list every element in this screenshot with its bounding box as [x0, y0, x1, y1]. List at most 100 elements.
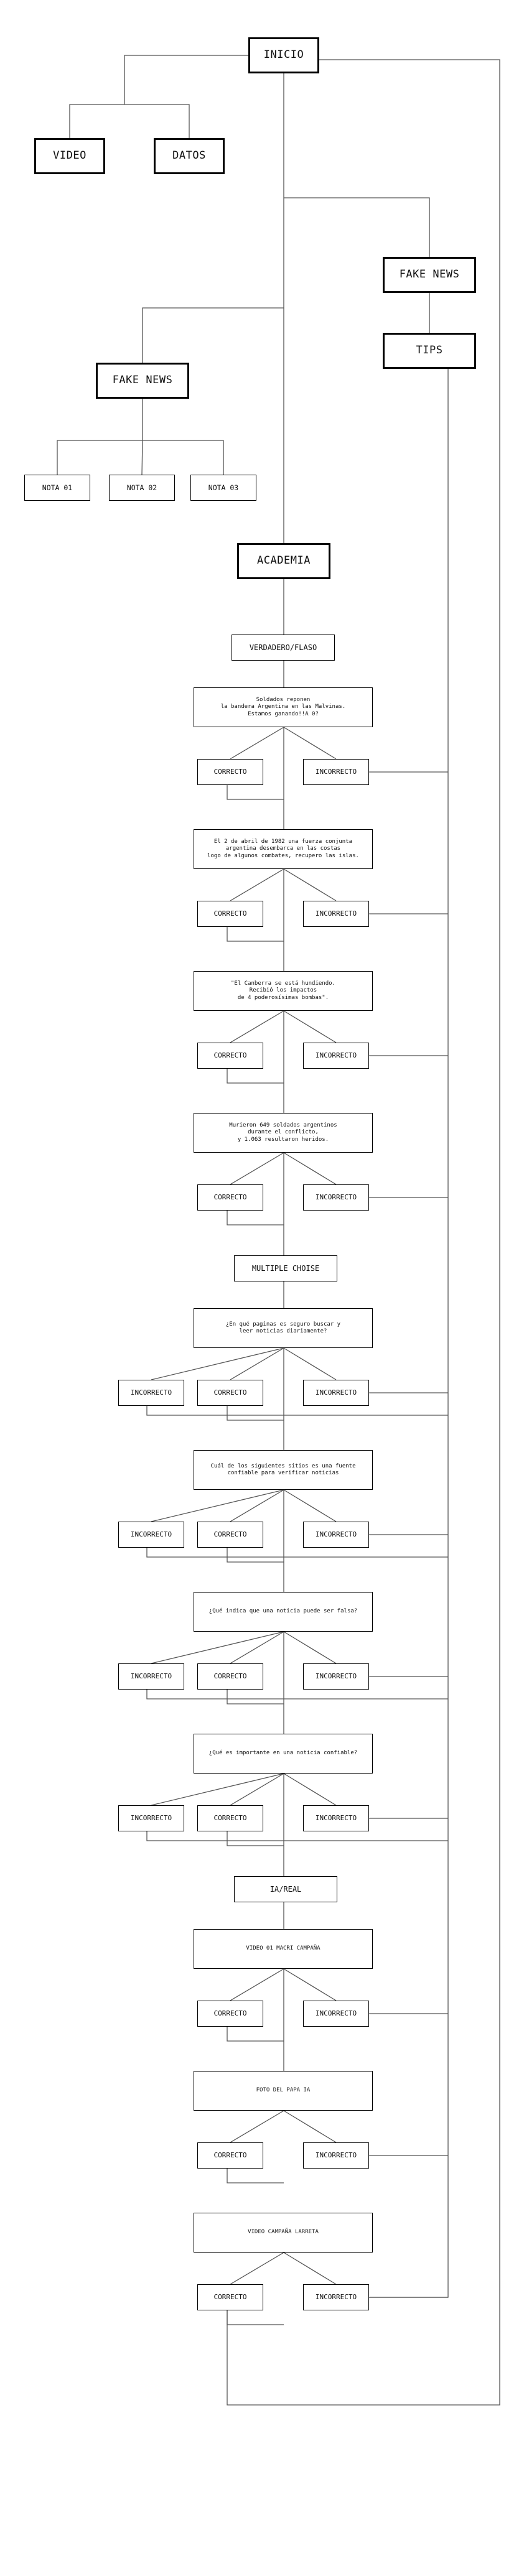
mc2-correcto-button[interactable]: CORRECTO: [197, 1522, 263, 1548]
edge-to-correcto: [230, 2252, 284, 2285]
ia-question-2: FOTO DEL PAPA IA: [194, 2071, 373, 2111]
mc-question-3: ¿Qué indica que una noticia puede ser fa…: [194, 1592, 373, 1632]
edge-incorrecto-left-to-tips: [146, 1690, 448, 1700]
mc1-incorrecto-left-button[interactable]: INCORRECTO: [118, 1380, 184, 1406]
vf-question-4: Murieron 649 soldados argentinos durante…: [194, 1113, 373, 1153]
edge-correcto-next: [227, 1406, 284, 1421]
edge-correcto-next: [227, 1690, 284, 1704]
edge-to-correcto: [230, 1631, 284, 1664]
edge-nota-02: [141, 440, 143, 475]
vf2-correcto-button[interactable]: CORRECTO: [197, 901, 263, 927]
mc4-incorrecto-right-button[interactable]: INCORRECTO: [303, 1805, 369, 1831]
ia2-correcto-button[interactable]: CORRECTO: [197, 2142, 263, 2169]
edge-to-incorrecto: [283, 1152, 337, 1185]
edge-to-incorrecto: [283, 1968, 337, 2001]
mc-question-4: ¿Qué es importante en una noticia confia…: [194, 1734, 373, 1774]
edge-to-incorrecto-left: [151, 1631, 284, 1664]
edge-inicio-datos: [124, 104, 190, 138]
vf-question-3: "El Canberra se está hundiendo. Recibió …: [194, 971, 373, 1011]
mc3-correcto-button[interactable]: CORRECTO: [197, 1663, 263, 1690]
edge-inicio-return: [227, 59, 500, 2406]
vf-question-1: Soldados reponen la bandera Argentina en…: [194, 687, 373, 727]
edge-to-correcto: [230, 868, 284, 901]
mc3-incorrecto-left-button[interactable]: INCORRECTO: [118, 1663, 184, 1690]
edge-to-incorrecto: [283, 1347, 337, 1380]
mc4-correcto-button[interactable]: CORRECTO: [197, 1805, 263, 1831]
tips-node[interactable]: TIPS: [383, 333, 476, 369]
edge-to-incorrecto-left: [151, 1773, 284, 1806]
vf2-incorrecto-button[interactable]: INCORRECTO: [303, 901, 369, 927]
datos-node[interactable]: DATOS: [154, 138, 225, 174]
edge-to-fake-news-right: [284, 197, 430, 257]
video-node[interactable]: VIDEO: [34, 138, 105, 174]
edge-incorrecto-left-to-tips: [146, 1831, 448, 1841]
vf3-correcto-button[interactable]: CORRECTO: [197, 1043, 263, 1069]
edge-to-correcto: [230, 1010, 284, 1043]
edge-to-incorrecto: [283, 2252, 337, 2285]
edge-correcto-next: [227, 2169, 284, 2183]
mc-question-1: ¿En qué paginas es seguro buscar y leer …: [194, 1308, 373, 1348]
edge-to-correcto: [230, 727, 284, 760]
mc2-incorrecto-left-button[interactable]: INCORRECTO: [118, 1522, 184, 1548]
edge-incorrecto-left-to-tips: [146, 1406, 448, 1416]
mc3-incorrecto-right-button[interactable]: INCORRECTO: [303, 1663, 369, 1690]
edge-correcto-next: [227, 927, 284, 942]
edge-to-incorrecto: [283, 1010, 337, 1043]
edge-correcto-next: [227, 2310, 284, 2325]
edge-to-incorrecto-left: [151, 1489, 284, 1522]
edge-to-correcto: [230, 2110, 284, 2143]
vf1-incorrecto-button[interactable]: INCORRECTO: [303, 759, 369, 785]
ia1-correcto-button[interactable]: CORRECTO: [197, 2001, 263, 2027]
section-ia-real[interactable]: IA/REAL: [234, 1876, 337, 1902]
ia3-incorrecto-button[interactable]: INCORRECTO: [303, 2284, 369, 2310]
edge-to-correcto: [230, 1489, 284, 1522]
nota-03-node[interactable]: NOTA 03: [190, 475, 256, 501]
edge-to-correcto: [230, 1347, 284, 1380]
mc-question-2: Cuál de los siguientes sitios es una fue…: [194, 1450, 373, 1490]
edge-to-incorrecto: [283, 2110, 337, 2143]
edge-correcto-next: [227, 1831, 284, 1846]
inicio-node[interactable]: INICIO: [248, 37, 319, 73]
edge-correcto-next: [227, 1211, 284, 1225]
edge-to-correcto: [230, 1152, 284, 1185]
edge-to-fake-news-left: [142, 307, 284, 363]
edge-nota-03: [143, 440, 224, 475]
nota-01-node[interactable]: NOTA 01: [24, 475, 90, 501]
mc2-incorrecto-right-button[interactable]: INCORRECTO: [303, 1522, 369, 1548]
vf3-incorrecto-button[interactable]: INCORRECTO: [303, 1043, 369, 1069]
edge-correcto-next: [227, 2027, 284, 2042]
section-verdadero-falso[interactable]: VERDADERO/FLASO: [232, 635, 335, 661]
section-multiple-choise[interactable]: MULTIPLE CHOISE: [234, 1255, 337, 1281]
edge-to-incorrecto: [283, 1631, 337, 1664]
mc4-incorrecto-left-button[interactable]: INCORRECTO: [118, 1805, 184, 1831]
edge-to-correcto: [230, 1773, 284, 1806]
tips-return-line: [369, 369, 449, 2298]
edge-to-incorrecto: [283, 727, 337, 760]
vf4-incorrecto-button[interactable]: INCORRECTO: [303, 1184, 369, 1211]
mc1-incorrecto-right-button[interactable]: INCORRECTO: [303, 1380, 369, 1406]
edge-to-correcto: [230, 1968, 284, 2001]
edge-correcto-next: [227, 785, 284, 800]
ia3-correcto-button[interactable]: CORRECTO: [197, 2284, 263, 2310]
edge-to-incorrecto: [283, 868, 337, 901]
edge-correcto-next: [227, 1069, 284, 1084]
ia2-incorrecto-button[interactable]: INCORRECTO: [303, 2142, 369, 2169]
vf1-correcto-button[interactable]: CORRECTO: [197, 759, 263, 785]
edge-inicio-video: [69, 55, 248, 138]
nota-02-node[interactable]: NOTA 02: [109, 475, 175, 501]
academia-node[interactable]: ACADEMIA: [237, 543, 330, 579]
edge-to-incorrecto-left: [151, 1347, 284, 1380]
edge-to-incorrecto: [283, 1773, 337, 1806]
ia-question-3: VIDEO CAMPAÑA LARRETA: [194, 2213, 373, 2253]
vf-question-2: El 2 de abril de 1982 una fuerza conjunt…: [194, 829, 373, 869]
ia-question-1: VIDEO 01 MACRI CAMPAÑA: [194, 1929, 373, 1969]
edge-incorrecto-left-to-tips: [146, 1548, 448, 1558]
edge-to-incorrecto: [283, 1489, 337, 1522]
vf4-correcto-button[interactable]: CORRECTO: [197, 1184, 263, 1211]
fake-news-right-node[interactable]: FAKE NEWS: [383, 257, 476, 293]
fake-news-left-node[interactable]: FAKE NEWS: [96, 363, 189, 399]
ia1-incorrecto-button[interactable]: INCORRECTO: [303, 2001, 369, 2027]
mc1-correcto-button[interactable]: CORRECTO: [197, 1380, 263, 1406]
